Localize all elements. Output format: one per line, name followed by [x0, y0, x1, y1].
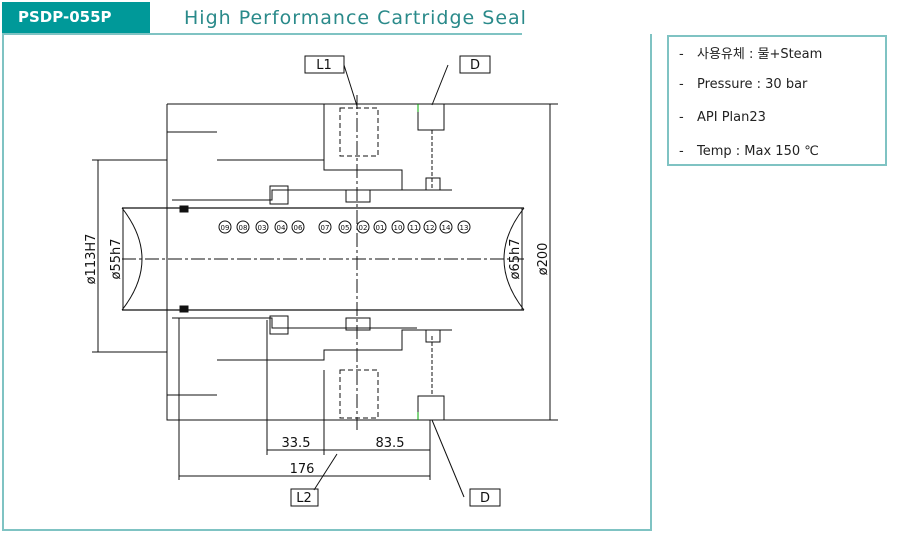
spec-box: -사용유체 : 물+Steam -Pressure : 30 bar -API … [667, 35, 887, 166]
balloon-number: 12 [426, 224, 435, 232]
bullet-dash: - [679, 143, 684, 159]
balloon-circle [218, 220, 232, 234]
balloon-circle [274, 220, 288, 234]
leader-label-d-bottom: D [480, 491, 490, 506]
drawing-panel: L1 D L2 D 33.5 83.5 176 ø113H7 ø55h7 ø65… [2, 34, 652, 531]
bullet-dash: - [679, 76, 684, 92]
seal-cross-section-drawing: L1 D L2 D 33.5 83.5 176 ø113H7 ø55h7 ø65… [84, 55, 558, 507]
title-divider [2, 33, 522, 35]
dim-83-5: 83.5 [376, 436, 405, 451]
balloon-circle [407, 220, 421, 234]
spec-text: Pressure : 30 bar [697, 76, 808, 92]
leader-label-d-top: D [470, 58, 480, 73]
leader-label-l2: L2 [296, 491, 312, 506]
dim-d55: ø55h7 [109, 238, 124, 279]
balloon-circle [318, 220, 332, 234]
balloon-number: 06 [294, 224, 303, 232]
balloon-number: 11 [410, 224, 419, 232]
spec-api-plan: -API Plan23 [679, 110, 885, 144]
balloon-number: 13 [460, 224, 469, 232]
balloon-circle [255, 220, 269, 234]
bullet-dash: - [679, 47, 684, 62]
balloon-circle [236, 220, 250, 234]
bullet-dash: - [679, 110, 684, 125]
balloon-number: 07 [321, 224, 330, 232]
spec-temp: -Temp : Max 150 ℃ [679, 144, 885, 178]
balloon-circle [457, 220, 471, 234]
dim-d65: ø65h7 [508, 238, 523, 279]
balloon-number: 10 [394, 224, 403, 232]
balloon-circle [423, 220, 437, 234]
balloon-number: 05 [341, 224, 350, 232]
spec-fluid: -사용유체 : 물+Steam [679, 43, 885, 77]
spec-pressure: -Pressure : 30 bar [679, 77, 885, 111]
spec-text: API Plan23 [697, 110, 766, 125]
balloon-number: 01 [376, 224, 385, 232]
balloon-number: 03 [258, 224, 267, 232]
balloon-circle [439, 220, 453, 234]
dim-176: 176 [290, 462, 315, 477]
leader-label-l1: L1 [316, 58, 332, 73]
balloon-circle [391, 220, 405, 234]
page-title: High Performance Cartridge Seal [184, 7, 527, 29]
balloon-circle [291, 220, 305, 234]
balloon-number: 04 [277, 224, 286, 232]
balloon-number: 08 [239, 224, 248, 232]
balloon-number: 14 [442, 224, 451, 232]
balloon-circle [356, 220, 370, 234]
spec-text: 사용유체 : 물+Steam [697, 47, 823, 62]
balloon-number: 09 [221, 224, 230, 232]
balloon-circle [373, 220, 387, 234]
balloon-circle [338, 220, 352, 234]
balloon-number: 02 [359, 224, 368, 232]
spec-text: Temp : Max 150 ℃ [697, 143, 819, 159]
model-code: PSDP-055P [2, 2, 150, 33]
dim-d113: ø113H7 [84, 234, 99, 285]
dim-33-5: 33.5 [282, 436, 311, 451]
dim-d200: ø200 [536, 243, 551, 276]
